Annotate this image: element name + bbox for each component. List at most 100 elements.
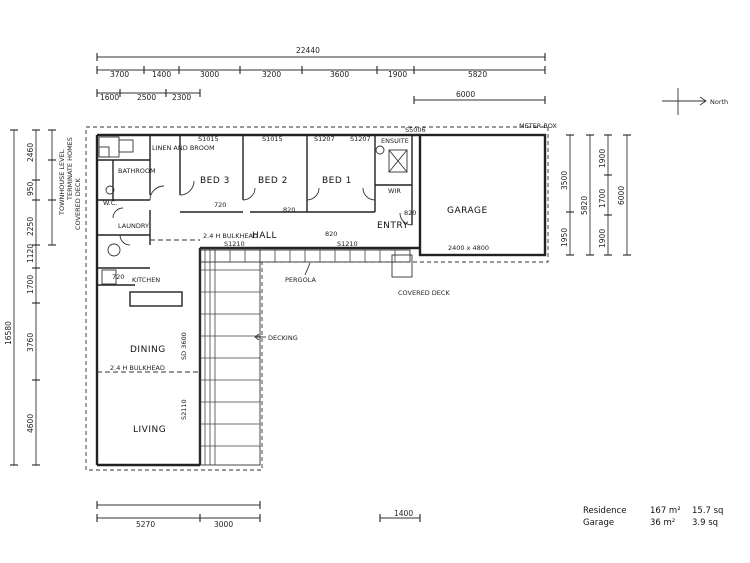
room-hall: HALL: [252, 231, 277, 241]
room-wc: W.C.: [103, 199, 117, 207]
opening-1: S1015: [198, 135, 219, 143]
dim-right-c1: 1900: [598, 149, 607, 168]
opening-size-4: 820: [404, 209, 416, 217]
dim-second-2: 2500: [137, 93, 156, 102]
dim-bottom-2: 3000: [214, 520, 233, 529]
shower-icon: [388, 149, 408, 173]
garage-area-label: Garage: [583, 518, 614, 528]
dim-top-7: 5820: [468, 70, 487, 79]
dim-top-1: 3700: [110, 70, 129, 79]
residence-sq: 15.7 sq: [692, 506, 723, 516]
dim-left-2: 950: [26, 181, 35, 196]
kitchen-island: [129, 291, 183, 307]
dim-bottom-1: 5270: [136, 520, 155, 529]
pergola-label: PERGOLA: [285, 276, 316, 284]
dim-right-a2: 1950: [560, 228, 569, 247]
garage-sq: 3.9 sq: [692, 518, 718, 528]
opening-4: S1207: [350, 135, 371, 143]
opening-6: S1210: [224, 240, 245, 248]
room-bathroom: BATHROOM: [118, 167, 156, 175]
laundry-tub-icon: [107, 243, 121, 257]
north-arrow-icon: [662, 88, 707, 115]
left-dimensions: 16580 2460 950 2250 1120 1700 3760 4600 …: [4, 129, 82, 466]
doors: [112, 180, 413, 246]
dim-right-a1: 3500: [560, 171, 569, 190]
pergola: [199, 249, 413, 278]
opening-size-5: 720: [112, 273, 124, 281]
dim-left-3: 2250: [26, 217, 35, 236]
right-dimensions: 3500 1950 5820 1900 1700 1900 6000: [560, 134, 631, 256]
walls: [95, 133, 547, 467]
dim-left-4: 1120: [26, 244, 35, 263]
basin-icon: [375, 145, 385, 155]
room-bed2: BED 2: [258, 176, 288, 186]
toilet-icon: [105, 185, 115, 195]
room-bed1: BED 1: [322, 176, 352, 186]
opening-labels: S1015 S1015 S1207 S1207 S5006 S1210 S121…: [112, 126, 426, 420]
opening-size-1: 720: [214, 201, 226, 209]
garage-door-label: 2400 x 4800: [448, 244, 489, 252]
dim-left-overall: 16580: [4, 321, 13, 345]
eaves-outline: [85, 126, 549, 471]
meter-box-label: METER BOX: [519, 122, 557, 130]
room-kitchen: KITCHEN: [132, 276, 160, 284]
room-laundry: LAUNDRY: [118, 222, 149, 230]
dim-bottom-deck: 1400: [394, 509, 413, 518]
room-garage: GARAGE: [447, 206, 488, 216]
room-living: LIVING: [133, 425, 166, 435]
dim-top-4: 3200: [262, 70, 281, 79]
dim-left-1: 2460: [26, 143, 35, 162]
opening-8: SD 3600: [180, 332, 188, 360]
dim-second-1: 1600: [100, 93, 119, 102]
room-wir: WIR: [388, 187, 401, 195]
decking: [199, 247, 261, 466]
vanity-icon: [118, 139, 134, 153]
bulkhead-living-label: 2.4 H BULKHEAD: [110, 364, 165, 372]
covered-deck-east-label: COVERED DECK: [398, 289, 450, 297]
opening-3: S1207: [314, 135, 335, 143]
opening-size-3: 820: [325, 230, 337, 238]
dim-garage-top: 6000: [456, 90, 475, 99]
room-labels: BED 3 BED 2 BED 1 GARAGE HALL ENTRY WIR …: [103, 137, 488, 435]
room-dining: DINING: [130, 345, 166, 355]
top-dimensions: 22440 3700 1400 3000 3200 3600 1900 5820…: [96, 46, 546, 104]
garage-m2: 36 m²: [650, 518, 675, 528]
room-entry: ENTRY: [377, 221, 409, 231]
opening-2: S1015: [262, 135, 283, 143]
bottom-dimensions: 5270 3000 1400: [96, 501, 421, 529]
fixtures: [98, 136, 408, 285]
dim-right-b: 5820: [580, 196, 589, 215]
dim-right-c3: 1900: [598, 229, 607, 248]
area-summary: Residence 167 m² 15.7 sq Garage 36 m² 3.…: [583, 506, 723, 528]
room-linen: LINEN AND BROOM: [152, 144, 215, 152]
dim-left-5: 1700: [26, 275, 35, 294]
north-label: North: [710, 98, 728, 106]
dim-top-3: 3000: [200, 70, 219, 79]
dim-top-2: 1400: [152, 70, 171, 79]
room-ensuite: ENSUITE: [381, 137, 409, 145]
west-note-2: TERMINATE HOMES: [66, 137, 74, 201]
west-note-1: TOWNHOUSE LEVEL: [58, 149, 66, 216]
dim-top-6: 1900: [388, 70, 407, 79]
opening-5: S5006: [405, 126, 426, 134]
annotations: PERGOLA COVERED DECK DECKING 2.4 H BULKH…: [110, 122, 557, 372]
dim-left-7: 4600: [26, 414, 35, 433]
dim-top-5: 3600: [330, 70, 349, 79]
covered-deck-west: COVERED DECK: [74, 178, 82, 230]
dim-right-c2: 1700: [598, 189, 607, 208]
overall-width-label: 22440: [296, 46, 320, 55]
dim-left-6: 3760: [26, 333, 35, 352]
bulkhead-hall-label: 2.4 H BULKHEAD: [203, 232, 258, 240]
room-bed3: BED 3: [200, 176, 230, 186]
fridge-icon: [101, 269, 117, 285]
residence-label: Residence: [583, 506, 626, 516]
opening-7: S1210: [337, 240, 358, 248]
dim-second-3: 2300: [172, 93, 191, 102]
opening-9: S2110: [180, 399, 188, 420]
covered-deck-east-box: [391, 254, 413, 278]
dim-right-d: 6000: [617, 186, 626, 205]
opening-size-2: 820: [283, 206, 295, 214]
decking-label: DECKING: [268, 334, 298, 342]
residence-m2: 167 m²: [650, 506, 681, 516]
